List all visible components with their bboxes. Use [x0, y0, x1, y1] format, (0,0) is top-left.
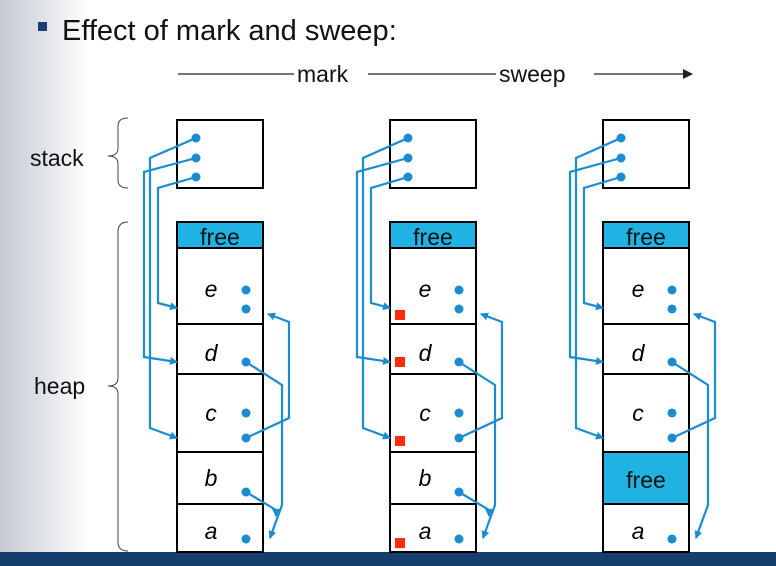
mark-bit-d: [395, 357, 405, 367]
slide-title: Effect of mark and sweep:: [62, 15, 397, 47]
column-marked: free e d c b a: [355, 119, 504, 553]
letter-a: a: [205, 518, 218, 544]
stack-frame: [602, 119, 690, 189]
letter-c: c: [632, 400, 644, 426]
bottom-bar: [0, 552, 776, 566]
column-swept: free free e d c a: [568, 119, 717, 553]
phase-mark-label: mark: [297, 61, 349, 87]
heap-cell-a: [176, 503, 264, 553]
free-block: [389, 221, 477, 249]
mark-bit-e: [395, 310, 405, 320]
letter-d: d: [419, 340, 433, 366]
free-block: [602, 221, 690, 249]
stack-brace: [107, 117, 129, 189]
letter-d: d: [632, 340, 646, 366]
letter-e: e: [632, 276, 645, 302]
pointer-arrows: [568, 136, 717, 539]
timeline: mark sweep: [178, 61, 693, 87]
free-label: free: [626, 224, 666, 250]
letter-e: e: [205, 276, 218, 302]
free-block: [176, 221, 264, 249]
letter-b: b: [419, 465, 432, 491]
heap-cell-d: [602, 323, 690, 375]
pointer-arrows: [355, 136, 504, 539]
heap-cell-b: [176, 451, 264, 505]
free-label: free: [200, 224, 240, 250]
square-bullet-icon: [38, 22, 47, 31]
heap-cell-e: [602, 247, 690, 325]
phase-sweep-label: sweep: [499, 61, 565, 87]
heap-cell-d: [176, 323, 264, 375]
letter-a: a: [419, 518, 432, 544]
mark-bits: [395, 310, 405, 548]
letter-b: b: [205, 465, 218, 491]
letter-a: a: [632, 518, 645, 544]
letter-c: c: [205, 400, 217, 426]
letter-d: d: [205, 340, 219, 366]
mark-bit-a: [395, 538, 405, 548]
heap-cell-a: [602, 503, 690, 553]
heap-brace: [107, 221, 129, 552]
stack-label: stack: [30, 145, 84, 171]
heap-cell-e: [176, 247, 264, 325]
mark-bit-c: [395, 436, 405, 446]
pointer-arrows: [142, 136, 291, 539]
heap-cell-b: [389, 451, 477, 505]
free-block-reclaimed: [602, 451, 690, 505]
stack-frame: [176, 119, 264, 189]
letter-e: e: [419, 276, 432, 302]
free-label: free: [413, 224, 453, 250]
side-gradient: [0, 0, 90, 552]
heap-label: heap: [34, 373, 85, 399]
free-label-reclaimed: free: [626, 467, 666, 493]
column-before: free e d c b a: [142, 119, 291, 553]
letter-c: c: [419, 400, 431, 426]
